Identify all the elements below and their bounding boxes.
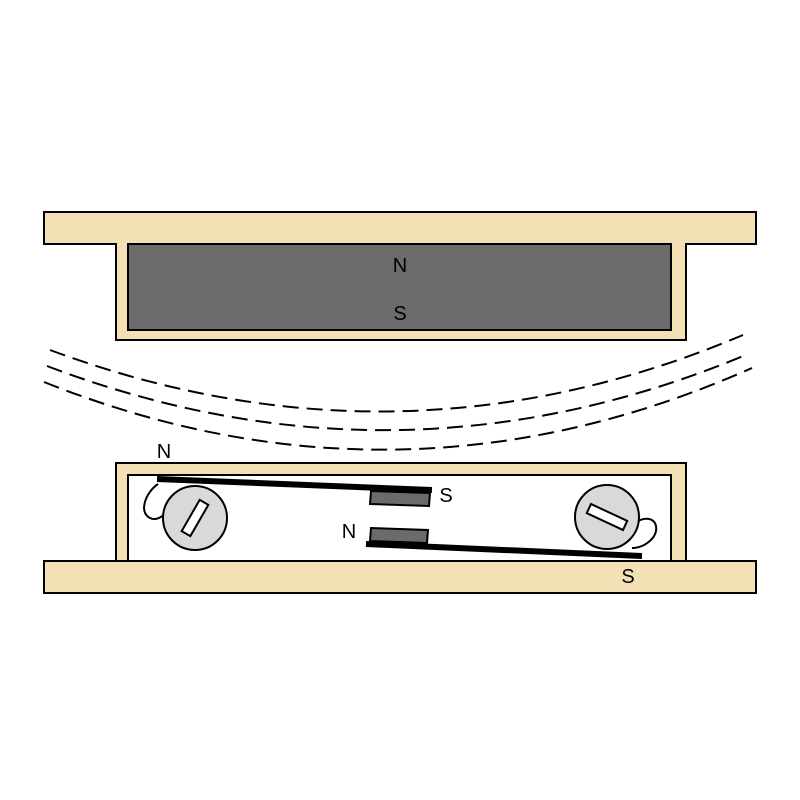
left-reed-contact — [368, 489, 432, 508]
left-reed-south-label: S — [439, 485, 452, 507]
right-adjustment-screw-icon — [574, 484, 640, 550]
left-reed-north-label: N — [157, 441, 171, 463]
magnet-south-label: S — [393, 303, 406, 325]
field-line-1 — [49, 334, 744, 413]
right-reed-north-label: N — [342, 521, 356, 543]
right-reed-blade — [365, 541, 643, 559]
left-adjustment-screw-icon — [162, 485, 228, 551]
permanent-magnet — [127, 243, 672, 331]
upper-magnet-housing: N S — [43, 211, 757, 341]
field-line-3 — [43, 367, 753, 451]
field-line-2 — [46, 353, 749, 432]
magnetic-field-lines — [43, 334, 753, 451]
right-reed-south-label: S — [621, 566, 634, 588]
right-reed-assembly: N S — [342, 484, 658, 588]
right-reed-contact — [368, 526, 430, 545]
left-reed-assembly: N S — [143, 441, 453, 551]
magnet-north-label: N — [393, 255, 407, 277]
left-reed-blade — [156, 476, 433, 493]
